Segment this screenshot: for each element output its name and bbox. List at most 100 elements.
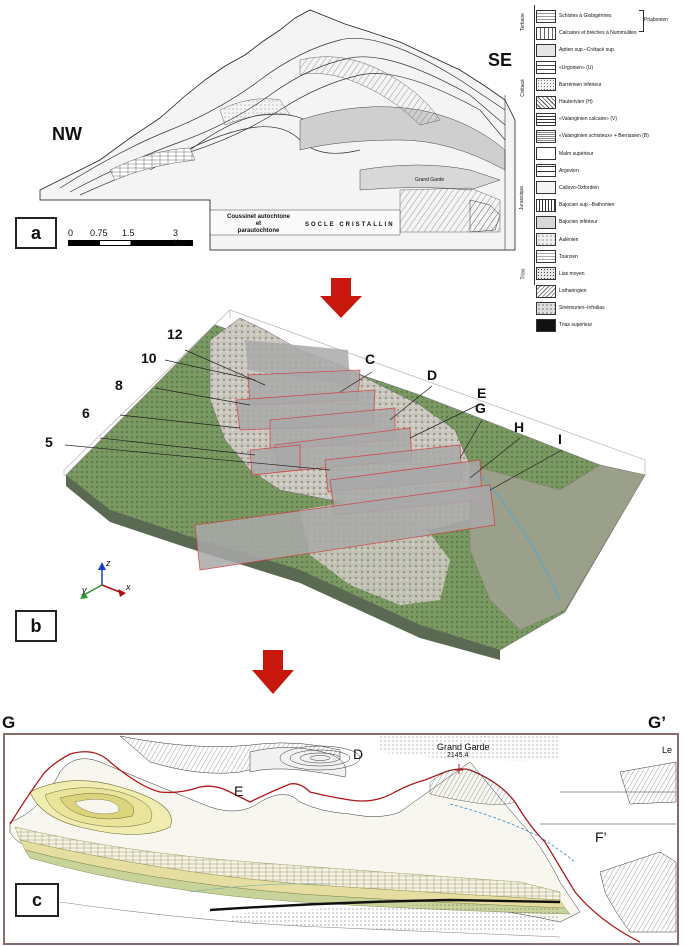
arrow-down-icon: [252, 650, 294, 694]
unit-label-d: D: [353, 746, 364, 762]
legend-item-label: Callovo-Oxfordien: [559, 184, 600, 191]
legend-swatch: [536, 61, 556, 75]
legend-swatch: [536, 9, 556, 23]
arrow-down-icon: [320, 278, 362, 318]
legend-swatch: [536, 301, 556, 315]
legend-item-label: Bajocien inférieur: [559, 219, 598, 226]
legend-item: Malm supérieur: [536, 146, 676, 163]
legend-item-label: Toarcien: [559, 253, 578, 260]
legend-item: Lotharingien: [536, 283, 676, 300]
legend-group-cretaceous: Crétacé: [519, 79, 526, 97]
panel-b-3d-model: [63, 309, 646, 660]
section-letter-h: H: [514, 419, 525, 435]
legend-item-label: Malm supérieur: [559, 150, 594, 157]
legend-item: Schistes à Globigérines: [536, 8, 676, 25]
panel-a-label: a: [15, 217, 57, 249]
grand-garde-altitude: 2145.4: [447, 752, 469, 759]
section-number-6: 6: [82, 405, 90, 421]
section-letter-d: D: [427, 367, 438, 383]
scale-bar: 0 0.75 1.5 3 Km: [68, 228, 193, 252]
legend-swatch: [536, 215, 556, 229]
panel-a-cross-section: [39, 9, 516, 251]
legend-item: Hauterivien (H): [536, 94, 676, 111]
legend-item-label: «Valanginien schisteux» + Berriasien (B): [559, 133, 649, 140]
legend-item-label: Lotharingien: [559, 288, 587, 295]
legend-item: Aalénien: [536, 231, 676, 248]
section-number-12: 12: [167, 326, 183, 342]
legend-item: Argovien: [536, 163, 676, 180]
unit-label-e: E: [234, 783, 244, 799]
legend-group-trias: Trias: [520, 268, 527, 280]
legend-item: Trias supérieur: [536, 317, 676, 334]
legend-item: Calcaires et brèches à Nummulites: [536, 25, 676, 42]
legend-item: Barrémien inférieur: [536, 77, 676, 94]
section-letter-c: C: [365, 351, 376, 367]
legend-swatch: [536, 181, 556, 195]
legend-item: Lias moyen: [536, 266, 676, 283]
legend-item: Aptien sup.–Crétacé sup.: [536, 42, 676, 59]
section-a-outline: [39, 9, 516, 251]
legend-item: Bajocien sup.–Bathonien: [536, 197, 676, 214]
section-end-g: G: [2, 713, 16, 732]
legend-swatch: [536, 284, 556, 298]
section-letter-g: G: [475, 400, 486, 416]
legend-item: «Valanginien schisteux» + Berriasien (B): [536, 128, 676, 145]
legend-item: Bajocien inférieur: [536, 214, 676, 231]
legend-swatch: [536, 198, 556, 212]
scale-tick-2: 1.5: [122, 228, 135, 238]
panel-c-cross-section: [3, 733, 679, 945]
autochthone-label: Coussinet autochtone et parautochtone: [227, 214, 291, 234]
se-label: SE: [488, 50, 513, 70]
legend-group-tertiary: Tertiaire: [519, 13, 526, 31]
legend-item-label: Bajocien sup.–Bathonien: [559, 202, 615, 209]
legend-item-label: Aalénien: [559, 236, 579, 243]
legend-item-label: Schistes à Globigérines: [559, 13, 612, 20]
scale-tick-1: 0.75: [90, 228, 108, 238]
grand-garde-label: Grand Garde: [437, 742, 490, 752]
legend-swatch: [536, 318, 556, 332]
panel-c: G G’: [0, 712, 685, 946]
legend-swatch: [536, 26, 556, 40]
section-number-10: 10: [141, 350, 157, 366]
legend-item-label: «Urgonien» (U): [559, 64, 594, 71]
legend-item: Callovo-Oxfordien: [536, 180, 676, 197]
legend-group-jurassic: Jurassique: [519, 185, 526, 211]
scale-tick-0: 0: [68, 228, 74, 238]
legend-swatch: [536, 95, 556, 109]
legend-swatch: [536, 233, 556, 247]
section-number-5: 5: [45, 434, 53, 450]
unit-label-f-prime: F’: [595, 829, 607, 845]
legend-swatch: [536, 267, 556, 281]
legend-swatch: [536, 112, 556, 126]
legend-item: «Urgonien» (U): [536, 60, 676, 77]
socle-label: SOCLE CRISTALLIN: [305, 222, 395, 228]
panel-a: NW SE Coussinet autochtone et parautocht…: [0, 0, 685, 332]
legend-item-label: Trias supérieur: [559, 322, 593, 329]
panel-b-label: b: [15, 610, 57, 642]
section-letter-i: I: [558, 431, 562, 447]
panel-c-label: c: [15, 883, 59, 917]
legend-item-label: Hauterivien (H): [559, 99, 593, 106]
legend-bracket-label: Priabonien: [644, 17, 668, 23]
legend-swatch: [536, 43, 556, 57]
grand-garde-label-a: Grand Garde: [415, 177, 445, 183]
axis-label-z: z: [106, 558, 111, 568]
unit-label-le: Le: [662, 745, 673, 755]
axes-triad: [80, 562, 126, 599]
legend-item-label: Calcaires et brèches à Nummulites: [559, 30, 637, 37]
legend-swatch: [536, 164, 556, 178]
section-end-g-prime: G’: [648, 713, 666, 732]
scale-tick-3: 3 Km: [173, 228, 187, 248]
legend-item-label: Barrémien inférieur: [559, 81, 602, 88]
legend-swatch: [536, 129, 556, 143]
section-letter-e: E: [477, 385, 487, 401]
axis-label-y: y: [82, 585, 87, 595]
axis-label-x: x: [126, 582, 131, 592]
legend-item-label: «Valanginien calcaire» (V): [559, 116, 617, 123]
legend-item-label: Lias moyen: [559, 270, 585, 277]
panel-b: 12 10 8 6 5 C D E G H I y z x b: [0, 300, 685, 660]
legend-swatch: [536, 147, 556, 161]
legend-item-label: Aptien sup.–Crétacé sup.: [559, 47, 616, 54]
legend-item: Sinémurien–Infralias: [536, 300, 676, 317]
legend-item: «Valanginien calcaire» (V): [536, 111, 676, 128]
